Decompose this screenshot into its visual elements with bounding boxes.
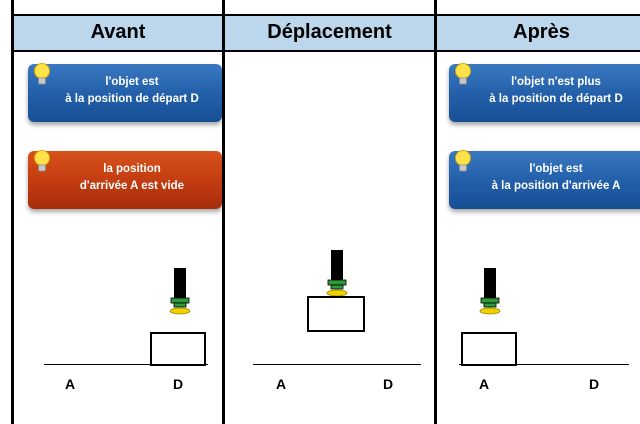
note-object-at-arrival: l'objet est à la position d'arrivée A — [449, 150, 640, 209]
position-label-d: D — [383, 376, 394, 392]
object-box — [307, 296, 365, 332]
object-box — [150, 332, 206, 366]
note-object-not-at-start: l'objet n'est plus à la position de dépa… — [449, 63, 640, 122]
position-label-a: A — [479, 376, 490, 392]
gripper-icon — [479, 268, 501, 315]
lightbulb-icon — [455, 150, 471, 172]
position-label-a: A — [65, 376, 76, 392]
ground-line — [44, 364, 208, 365]
note-object-at-start: l'objet est à la position de départ D — [28, 63, 222, 122]
panel-avant: Avant l'objet est à la position de dépar… — [11, 0, 225, 424]
lightbulb-icon — [34, 150, 50, 172]
gripper-icon — [169, 268, 191, 315]
panel-title: Avant — [14, 14, 222, 52]
note-line-1: la position — [103, 163, 161, 175]
ground-line — [253, 364, 421, 365]
ground-line — [459, 364, 629, 365]
panel-title: Après — [437, 14, 640, 52]
panel-deplacement: Déplacement A D — [222, 0, 437, 424]
lightbulb-icon — [455, 63, 471, 85]
note-line-1: l'objet n'est plus — [511, 76, 601, 88]
object-box — [461, 332, 517, 366]
note-arrival-empty: la position d'arrivée A est vide — [28, 150, 222, 209]
gripper-icon — [326, 250, 348, 297]
panel-apres: Après l'objet n'est plus à la position d… — [434, 0, 640, 424]
note-line-1: l'objet est — [105, 76, 159, 88]
note-line-2: à la position d'arrivée A — [491, 180, 621, 192]
position-label-d: D — [173, 376, 184, 392]
note-line-2: d'arrivée A est vide — [79, 180, 185, 192]
panel-title: Déplacement — [225, 14, 434, 52]
position-label-d: D — [589, 376, 600, 392]
lightbulb-icon — [34, 63, 50, 85]
note-line-1: l'objet est — [529, 163, 583, 175]
position-label-a: A — [276, 376, 287, 392]
note-line-2: à la position de départ D — [65, 93, 199, 105]
note-line-2: à la position de départ D — [489, 93, 623, 105]
